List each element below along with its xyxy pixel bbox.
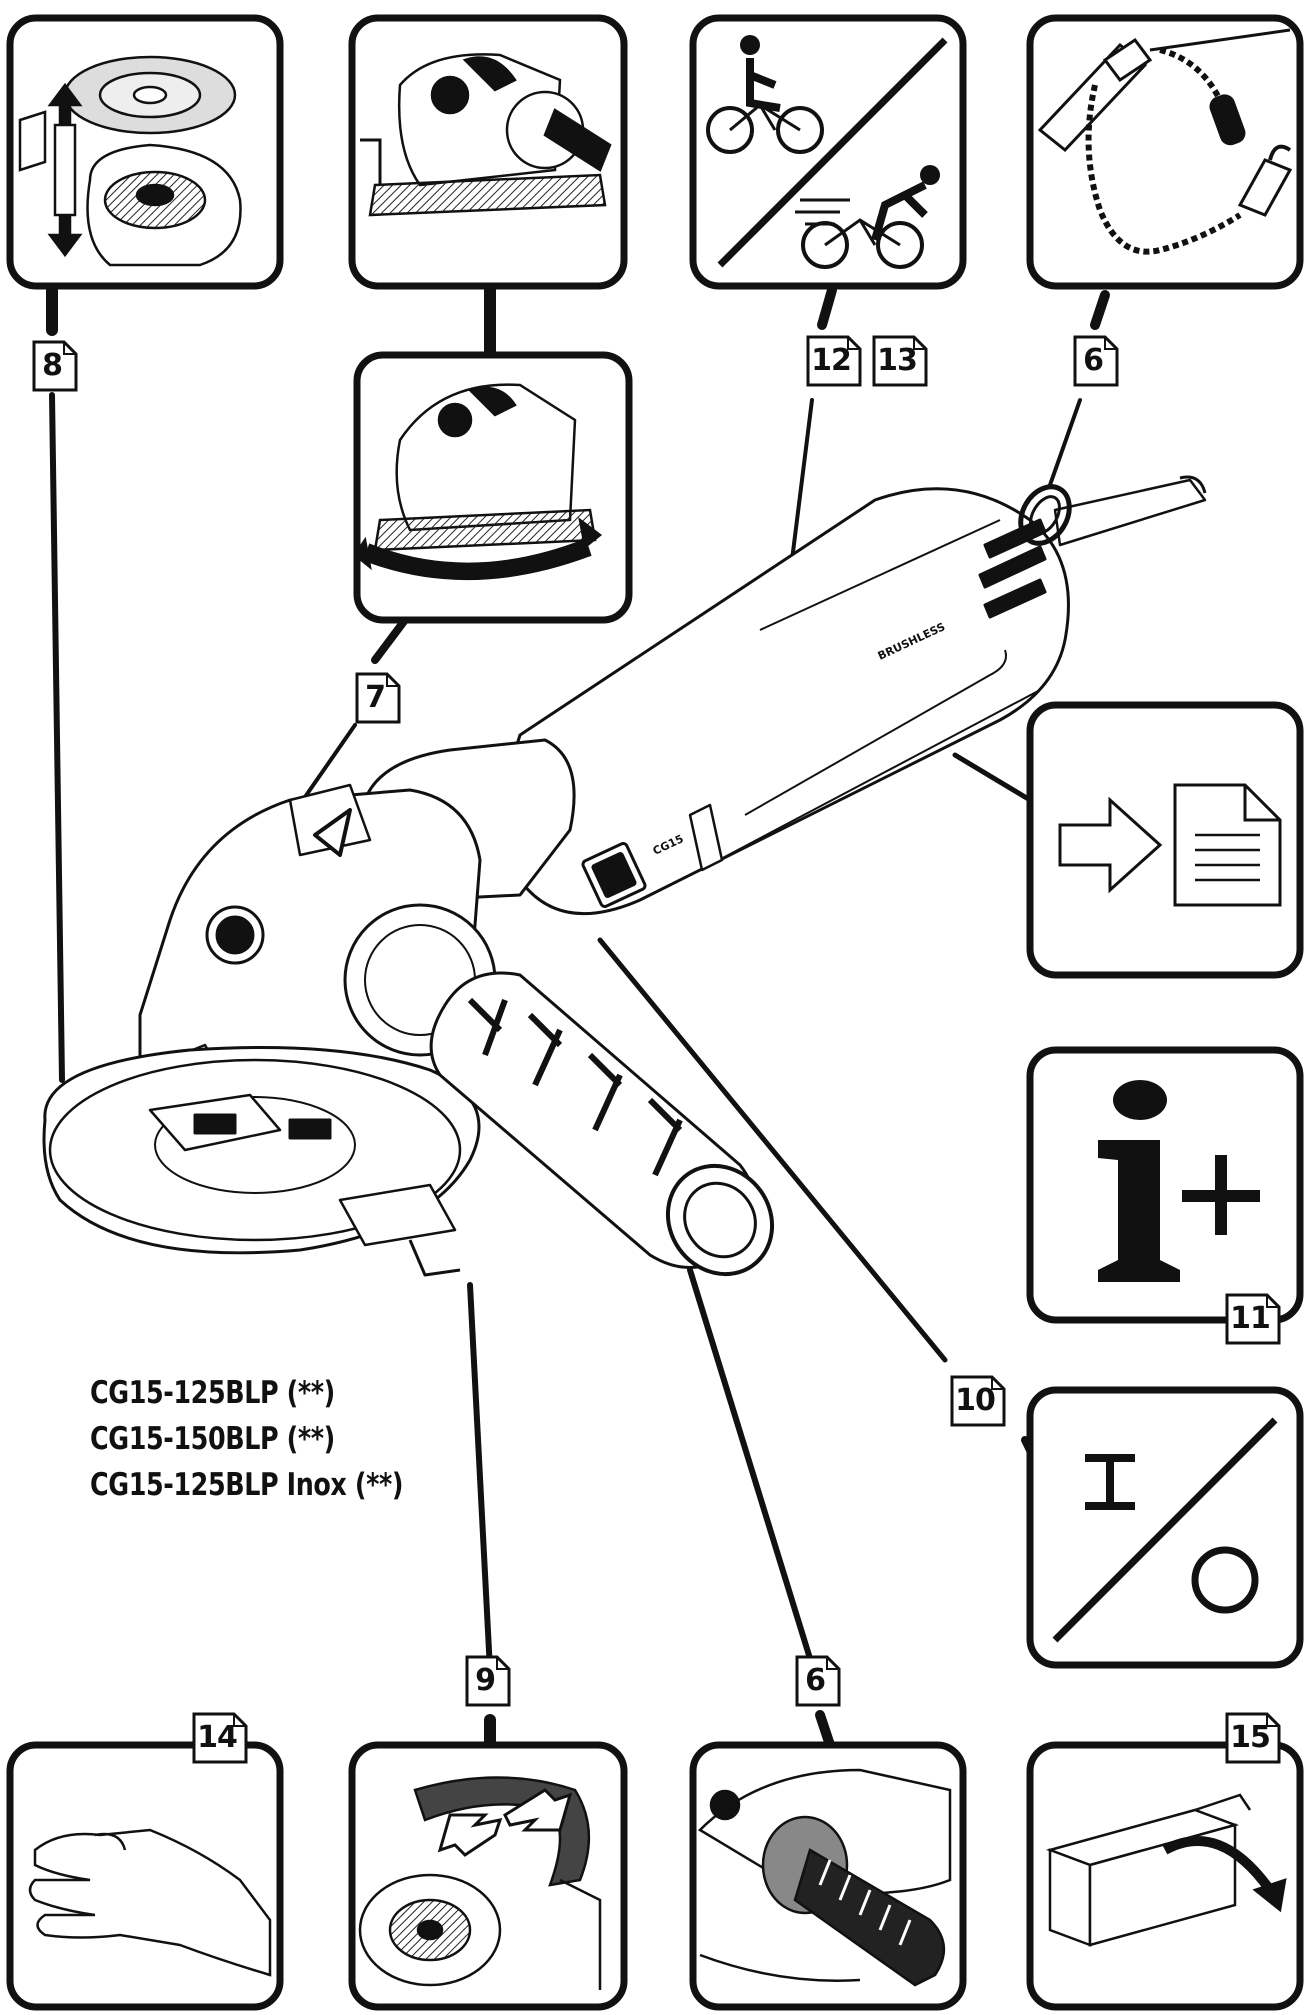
panel-side-handle [689,1741,967,2011]
model-line-2: CG15-150BLP (**) [90,1421,335,1457]
callout-number: 12 [811,343,852,378]
callout-frame [192,1712,248,1764]
callout-frame [950,1375,1006,1427]
callout-frame [795,1655,841,1707]
callout-6-top: 6 [1073,335,1119,387]
guard-adjust-upper-icon [360,53,612,217]
panel-speed-modes [689,14,967,290]
panel-hand-arm-vibration [6,1741,284,2011]
on-off-switch-icon [1052,1417,1278,1643]
hand-arm-vibration-icon [28,1828,272,1977]
callout-number: 6 [805,1663,826,1698]
speed-modes-cyclist-icon [706,35,948,269]
callout-frame [1225,1293,1281,1345]
callout-8: 8 [32,340,78,392]
callout-number: 6 [1083,343,1104,378]
callout-15: 15 [1225,1712,1281,1764]
panel-open-box [1026,1741,1304,2011]
panel-safety-lanyard [1026,14,1304,290]
panel-on-off [1026,1386,1304,1669]
callout-14: 14 [192,1712,248,1764]
callout-number: 7 [365,680,386,715]
callout-number: 15 [1230,1720,1271,1755]
guard-rotation-icon [353,383,603,580]
info-plus-icon [1098,1080,1260,1282]
panel-guard-adjust-upper [348,14,628,290]
callout-number: 13 [877,343,918,378]
panel-info-plus [1026,1046,1304,1324]
callout-frame [872,335,928,387]
callout-number: 10 [955,1383,996,1418]
model-list: CG15-125BLP (**) CG15-150BLP (**) CG15-1… [90,1370,403,1508]
safety-lanyard-icon [1037,28,1293,255]
callout-frame [465,1655,511,1707]
callout-frame [806,335,862,387]
callout-7: 7 [355,672,401,724]
callout-12: 12 [806,335,862,387]
callout-10: 10 [950,1375,1006,1427]
open-box-icon [1045,1793,1287,1947]
panel-guard-change [348,1741,628,2011]
callout-6-bottom: 6 [795,1655,841,1707]
callout-frame [32,340,78,392]
panel-guard-rotation [353,351,633,624]
model-line-1: CG15-125BLP (**) [90,1375,335,1411]
guard-change-icon [358,1776,602,1990]
read-manual-icon [1058,783,1282,907]
side-handle-icon [697,1768,952,1987]
panel-read-manual [1026,701,1304,979]
wheel-mounting-icon [18,55,242,267]
callout-13: 13 [872,335,928,387]
panel-wheel-mounting [6,14,284,290]
angle-grinder-illustration [42,475,1207,1277]
callout-number: 9 [475,1663,496,1698]
callout-number: 11 [1230,1301,1271,1336]
model-line-3: CG15-125BLP Inox (**) [90,1467,404,1503]
callout-frame [355,672,401,724]
callout-9: 9 [465,1655,511,1707]
callout-11: 11 [1225,1293,1281,1345]
callout-frame [1073,335,1119,387]
callout-number: 14 [197,1720,238,1755]
callout-frame [1225,1712,1281,1764]
callout-number: 8 [42,348,63,383]
